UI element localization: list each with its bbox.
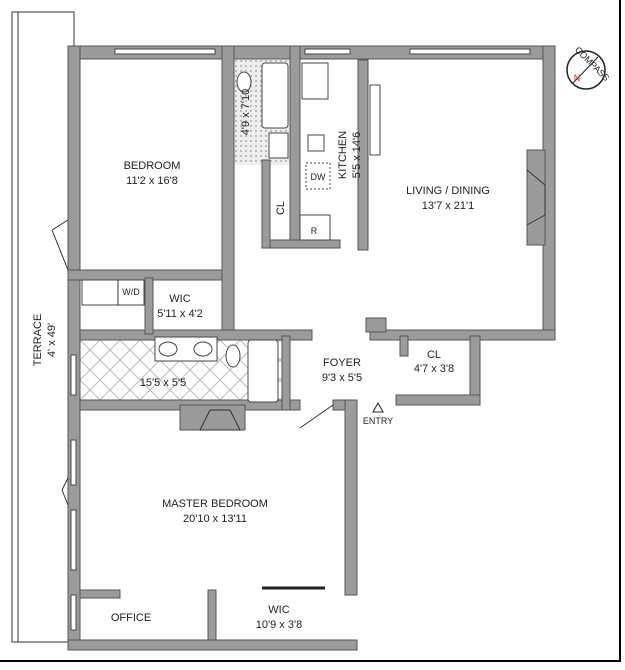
wd-label: W/D xyxy=(122,287,140,297)
master-wic-label: WIC xyxy=(268,604,289,616)
living-label: LIVING / DINING xyxy=(406,185,490,197)
terrace-label: TERRACE xyxy=(32,314,44,367)
bath-size: 4'9 x 7'10 xyxy=(240,89,252,135)
kitchen-label: KITCHEN xyxy=(337,131,349,179)
fridge-label: R xyxy=(311,226,318,236)
office-label: OFFICE xyxy=(111,612,151,624)
living-size: 13'7 x 21'1 xyxy=(422,200,475,212)
foyer-label: FOYER xyxy=(323,357,361,369)
terrace-size: 4' x 49' xyxy=(46,323,58,357)
bedroom-label: BEDROOM xyxy=(124,160,181,172)
kitchen-size: 5'5 x 14'6 xyxy=(351,132,363,178)
master-bath-size: 15'5 x 5'5 xyxy=(140,377,186,389)
windows xyxy=(70,48,531,631)
compass-icon: COMPASS N xyxy=(566,45,611,90)
closet-label: CL xyxy=(275,201,287,215)
wic-label: WIC xyxy=(169,293,190,305)
entry-label: ENTRY xyxy=(363,416,393,426)
foyer-size: 9'3 x 5'5 xyxy=(322,372,362,384)
master-bedroom-size: 20'10 x 13'11 xyxy=(183,513,247,525)
svg-text:N: N xyxy=(574,73,581,83)
foyer-closet-size: 4'7 x 3'8 xyxy=(414,363,454,375)
fixtures xyxy=(51,62,546,590)
foyer-closet-label: CL xyxy=(427,349,441,361)
master-bedroom-label: MASTER BEDROOM xyxy=(162,498,268,510)
master-wic-size: 10'9 x 3'8 xyxy=(256,619,302,631)
dishwasher-label: DW xyxy=(311,172,326,182)
entry-arrow-icon xyxy=(372,401,384,413)
wic-size: 5'11 x 4'2 xyxy=(157,308,203,320)
bedroom-size: 11'2 x 16'8 xyxy=(126,175,178,187)
